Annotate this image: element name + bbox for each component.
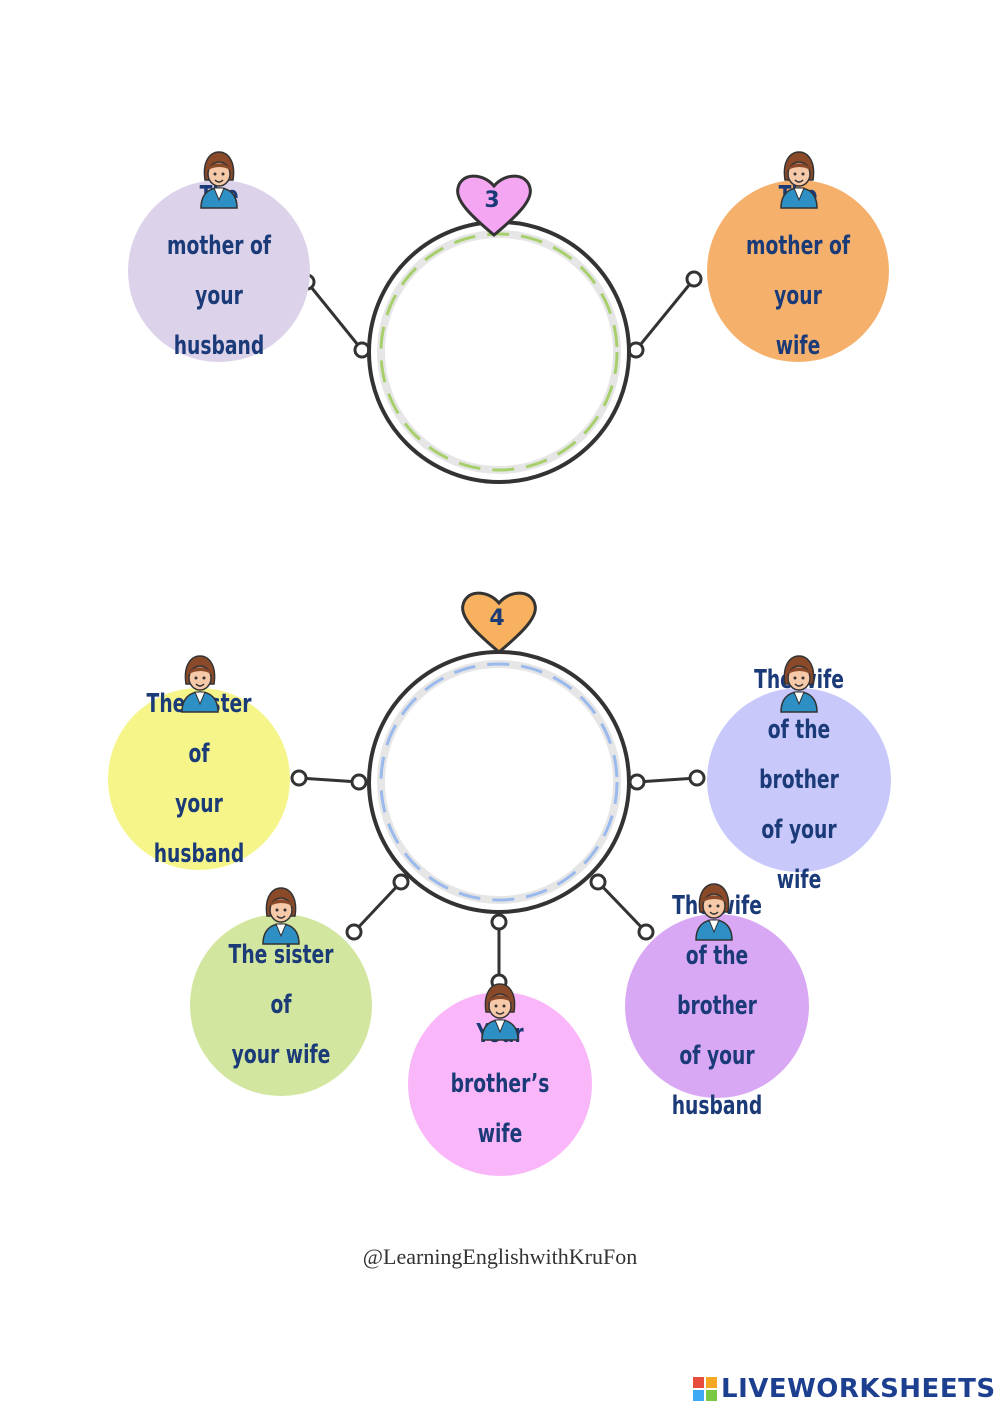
liveworksheets-brand-text: LIVEWORKSHEETS <box>721 1374 996 1404</box>
bubble-sister-of-wife-text: The sister of your wife <box>228 940 334 1070</box>
woman-icon <box>695 883 733 941</box>
liveworksheets-brand[interactable]: LIVEWORKSHEETS <box>693 1374 996 1404</box>
credit-handle: @LearningEnglishwithKruFon <box>362 1244 638 1269</box>
bubble-wife-of-brother-of-husband-text: The wife of the brother of your husband <box>671 891 763 1121</box>
liveworksheets-logo-icon <box>693 1377 717 1401</box>
bubble-wife-of-brother-of-wife: The wife of the brother of your wife <box>707 665 891 895</box>
woman-icon <box>200 151 238 209</box>
group4-heart <box>461 591 537 654</box>
bubble-wife-of-brother-of-husband: The wife of the brother of your husband <box>625 891 809 1121</box>
group3-heart <box>456 174 532 237</box>
bubble-mother-of-husband: The mother of your husband <box>128 180 310 362</box>
group4-connectors <box>290 769 706 991</box>
bubble-sister-of-wife: The sister of your wife <box>190 914 372 1096</box>
woman-icon <box>780 655 818 713</box>
bubble-wife-of-brother-of-wife-text: The wife of the brother of your wife <box>754 665 844 895</box>
bubble-mother-of-wife: The mother of your wife <box>707 180 889 362</box>
woman-icon <box>181 655 219 713</box>
woman-icon <box>481 983 519 1041</box>
woman-icon <box>780 151 818 209</box>
woman-icon <box>262 887 300 945</box>
group3-number: 3 <box>484 188 500 213</box>
bubble-sister-of-husband: The sister of your husband <box>108 688 290 870</box>
group4-ring <box>367 650 631 914</box>
group4-number: 4 <box>489 606 505 631</box>
group3-ring <box>367 220 631 484</box>
